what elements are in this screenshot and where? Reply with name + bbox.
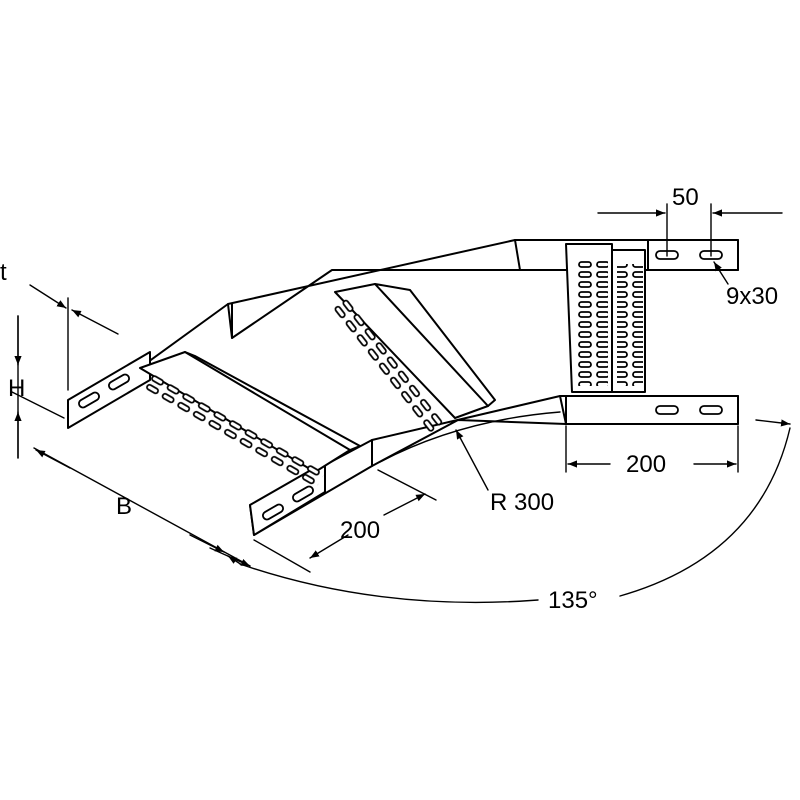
- dimension-slot-size: 9x30: [713, 261, 778, 310]
- dimension-radius: R 300: [455, 429, 554, 516]
- label-50: 50: [672, 184, 699, 211]
- dimension-50: 50: [597, 184, 783, 257]
- label-200-right: 200: [626, 451, 666, 478]
- label-135: 135°: [548, 587, 598, 614]
- rung-left: [139, 351, 361, 490]
- label-t: t: [0, 259, 7, 286]
- dimension-200-right: 200: [565, 425, 739, 478]
- left-end-plate: [67, 351, 151, 429]
- dimension-200-left: 200: [209, 469, 437, 573]
- label-b: B: [116, 493, 132, 520]
- dimension-b: B: [33, 447, 251, 567]
- label-radius: R 300: [490, 489, 554, 516]
- rung-right: [565, 243, 646, 393]
- label-9x30: 9x30: [726, 283, 778, 310]
- label-200-left: 200: [340, 517, 380, 544]
- label-h: H: [8, 375, 25, 402]
- right-lower-end-plate: [565, 395, 739, 425]
- rung-middle: [330, 283, 496, 435]
- dimension-t: t: [0, 259, 119, 391]
- dimension-h: H: [8, 315, 65, 459]
- dimension-angle: 135°: [227, 419, 791, 614]
- right-upper-end-plate: [647, 239, 739, 271]
